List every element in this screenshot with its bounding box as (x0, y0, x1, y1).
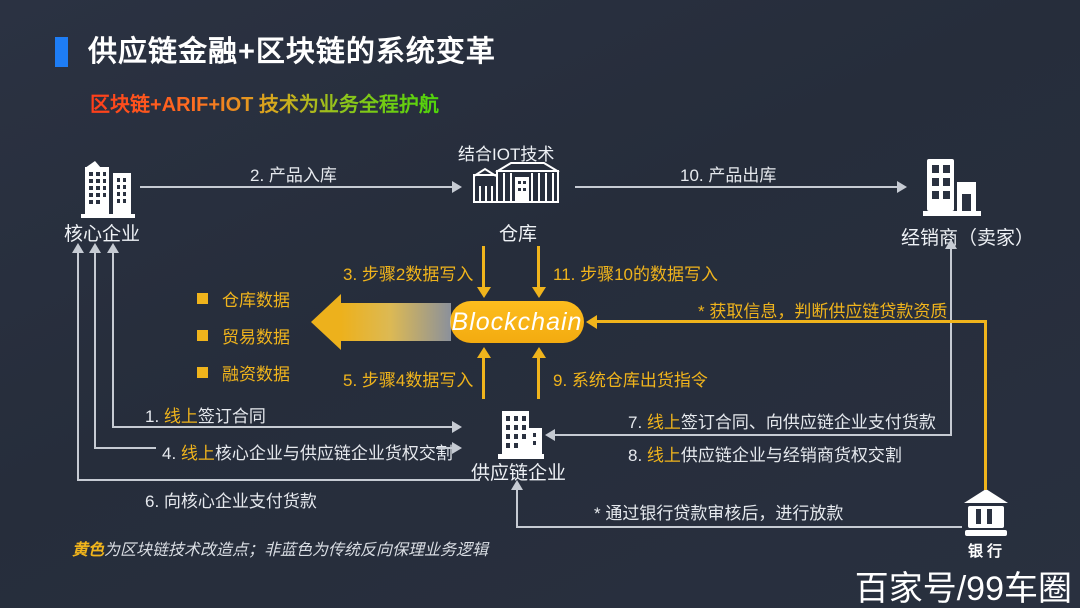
flow-arrow-2 (452, 181, 462, 193)
loan-line-horizontal (516, 526, 962, 528)
title-accent-bar (55, 37, 68, 67)
warehouse-label: 仓库 (499, 224, 538, 245)
flow-arrow-1 (452, 421, 462, 433)
flow-label-6: 6. 向核心企业支付货款 (145, 487, 317, 512)
blockchain-capsule: Blockchain (450, 301, 584, 343)
flow-line-1-vertical (112, 252, 114, 427)
flow-label-8-highlight: 线上 (646, 446, 681, 465)
flow-label-10: 10. 产品出库 (680, 166, 777, 185)
flow-line-4-vertical (94, 252, 96, 447)
flow-line-4-left (94, 447, 156, 449)
bullet-square-icon (197, 367, 208, 378)
distributor-label: 经销商（卖家） (901, 228, 1035, 249)
flow-label-1-highlight: 线上 (163, 407, 198, 426)
write-label-5: 5. 步骤4数据写入 (343, 371, 474, 390)
flow-label-1-prefix: 1. (145, 407, 164, 426)
write-arrow-5-up (477, 347, 491, 358)
flow-line-10 (575, 186, 897, 188)
core-enterprise-label: 核心企业 (64, 224, 141, 245)
credit-label: * 获取信息，判断供应链贷款资质 (698, 302, 948, 321)
supply-enterprise-building-icon (498, 411, 544, 459)
list-item-label: 融资数据 (222, 365, 290, 384)
flow-line-2 (140, 186, 452, 188)
bank-label: 银行 (968, 543, 1007, 560)
loan-label: * 通过银行贷款审核后，进行放款 (594, 504, 844, 523)
flow-label-7-prefix: 7. (628, 413, 647, 432)
flow-label-7-rest: 签订合同、向供应链企业支付货款 (680, 413, 936, 432)
flow-label-4-rest: 核心企业与供应链企业货权交割 (214, 444, 453, 463)
watermark: 百家号/99车圈 (854, 570, 1072, 608)
bullet-square-icon (197, 293, 208, 304)
flow-line-7-horizontal (555, 434, 952, 436)
list-item-label: 仓库数据 (222, 291, 290, 310)
bullet-square-icon (197, 330, 208, 341)
write-label-9: 9. 系统仓库出货指令 (553, 371, 708, 390)
loan-arrow-up (511, 480, 523, 490)
flow-label-8-rest: 供应链企业与经销商货权交割 (680, 446, 902, 465)
list-item: 仓库数据 (197, 286, 290, 311)
flow-label-7-highlight: 线上 (646, 413, 681, 432)
flow-arrow-7-left (545, 429, 555, 441)
credit-line-horizontal (597, 320, 987, 323)
warehouse-icon (473, 162, 560, 203)
flow-arrow-4-up (89, 243, 101, 253)
list-item-label: 贸易数据 (222, 328, 290, 347)
write-label-11: 11. 步骤10的数据写入 (553, 265, 719, 284)
blockchain-output-arrow-body (341, 303, 451, 341)
write-arrow-11-down (532, 287, 546, 298)
flow-label-1: 1. 线上签订合同 (145, 402, 266, 427)
write-line-9 (537, 358, 540, 399)
distributor-building-icon (923, 159, 981, 216)
write-arrow-3-down (477, 287, 491, 298)
footnote-rest: 为区块链技术改造点；非蓝色为传统反向保理业务逻辑 (104, 542, 489, 559)
flow-label-1-rest: 签订合同 (197, 407, 266, 426)
flow-label-2: 2. 产品入库 (250, 166, 337, 185)
footnote: 黄色为区块链技术改造点；非蓝色为传统反向保理业务逻辑 (72, 536, 488, 560)
flow-line-6-vertical (77, 252, 79, 479)
footnote-highlight: 黄色 (72, 542, 105, 559)
flow-label-7: 7. 线上签订合同、向供应链企业支付货款 (628, 408, 936, 433)
blockchain-label: Blockchain (451, 307, 583, 336)
write-line-5 (482, 358, 485, 399)
blockchain-data-list: 仓库数据 贸易数据 融资数据 (197, 286, 290, 385)
bank-icon (964, 489, 1008, 536)
flow-arrow-1-up (107, 243, 119, 253)
flow-arrow-4 (452, 442, 462, 454)
page-subtitle: 区块链+ARIF+IOT 技术为业务全程护航 (90, 88, 439, 117)
write-arrow-9-up (532, 347, 546, 358)
page-title: 供应链金融+区块链的系统变革 (88, 36, 496, 68)
list-item: 融资数据 (197, 360, 290, 385)
flow-line-4-right (436, 447, 452, 449)
flow-label-4-highlight: 线上 (180, 444, 215, 463)
flow-label-6-rest: 向核心企业支付货款 (163, 492, 317, 511)
flow-label-4-prefix: 4. (162, 444, 181, 463)
core-enterprise-building-icon (81, 161, 135, 218)
warehouse-iot-note: 结合IOT技术 (458, 145, 555, 164)
flow-line-6 (77, 479, 480, 481)
flow-line-1 (112, 426, 452, 428)
flow-label-8-prefix: 8. (628, 446, 647, 465)
flow-label-8: 8. 线上供应链企业与经销商货权交割 (628, 441, 902, 466)
blockchain-output-arrow-head (311, 294, 341, 350)
flow-label-6-prefix: 6. (145, 492, 164, 511)
write-line-3 (482, 246, 485, 287)
flow-arrow-7-up (945, 239, 957, 249)
write-label-3: 3. 步骤2数据写入 (343, 265, 474, 284)
flow-arrow-10 (897, 181, 907, 193)
write-line-11 (537, 246, 540, 287)
credit-line-vertical (984, 320, 987, 490)
flow-arrow-6-up (72, 243, 84, 253)
credit-arrow-left (586, 315, 597, 329)
flow-line-7-vertical (950, 248, 952, 434)
loan-line-vertical (516, 489, 518, 526)
list-item: 贸易数据 (197, 323, 290, 348)
flow-label-4: 4. 线上核心企业与供应链企业货权交割 (162, 439, 453, 464)
supply-enterprise-label: 供应链企业 (471, 463, 567, 484)
